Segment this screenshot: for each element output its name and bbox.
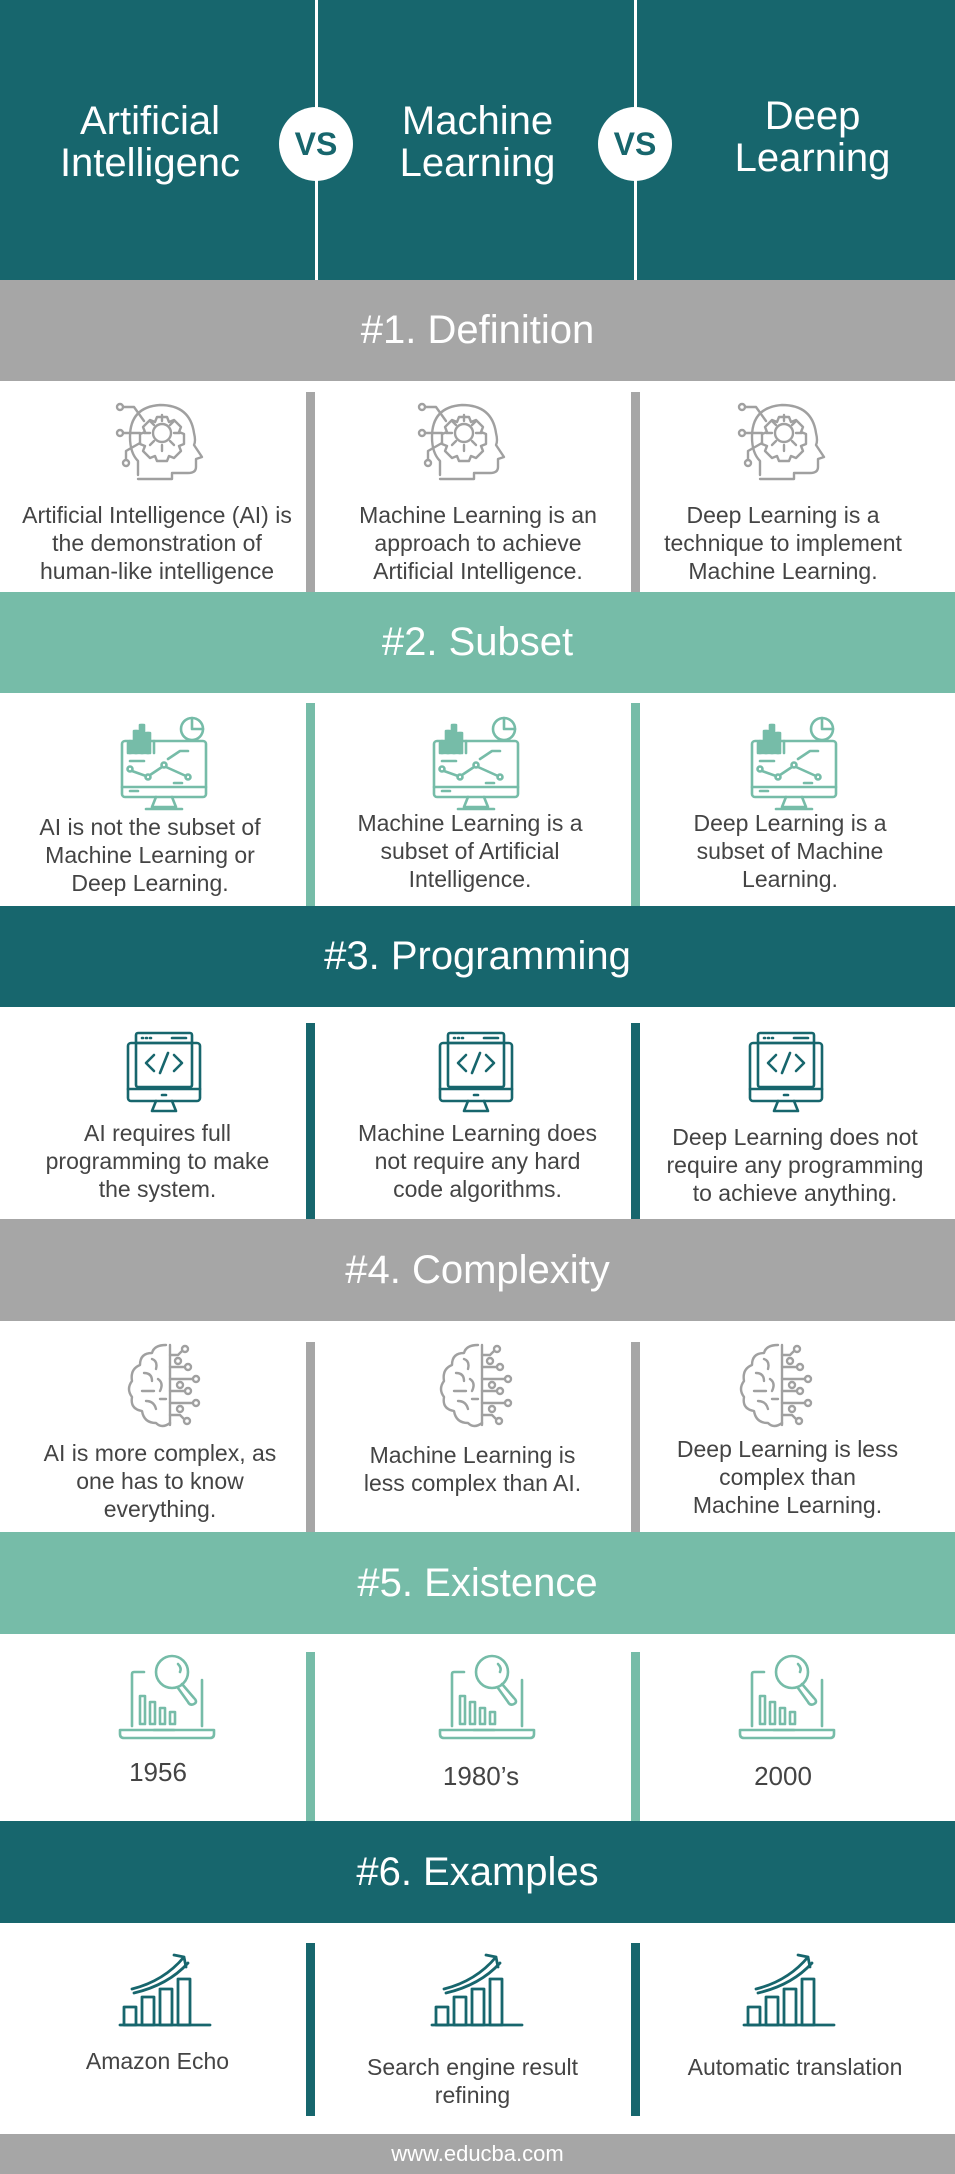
cell-text: Deep Learning is less complex than Machi…	[676, 1436, 899, 1518]
section-header-programming: #3. Programming	[0, 906, 955, 1007]
section-header-definition: #1. Definition	[0, 280, 955, 381]
growth-chart-icon	[118, 1953, 212, 2027]
cell-text: AI is not the subset of Machine Learning…	[39, 814, 261, 896]
laptop-search-chart-icon	[738, 1654, 836, 1740]
section-row-subset: AI is not the subset of Machine Learning…	[0, 693, 955, 906]
cell-text: Artificial Intelligence (AI) is the demo…	[22, 502, 292, 584]
column-divider	[631, 703, 640, 906]
circuit-brain-icon	[127, 1343, 201, 1428]
head-gear-icon	[115, 402, 204, 481]
head-gear-icon	[417, 402, 506, 481]
cell-text: Machine Learning is less complex than AI…	[363, 1442, 582, 1496]
section-row-complexity: AI is more complex, as one has to know e…	[0, 1321, 955, 1532]
section-title: #5. Existence	[357, 1560, 598, 1605]
cell-text: Deep Learning does not require any progr…	[666, 1124, 924, 1206]
cell-text: Machine Learning is an approach to achie…	[359, 502, 597, 584]
footer-link[interactable]: www.educba.com	[391, 2141, 564, 2166]
cell-text: Machine Learning is a subset of Artifici…	[357, 810, 583, 892]
hero-title-dl: Deep Learning	[734, 94, 891, 180]
cell-text: AI is more complex, as one has to know e…	[43, 1440, 277, 1522]
section-row-programming: AI requires full programming to make the…	[0, 1007, 955, 1219]
column-divider	[306, 1023, 315, 1219]
hero-header: Artificial Intelligenc Machine Learning …	[0, 0, 955, 280]
hero-title-ml: Machine Learning	[399, 99, 556, 185]
section-title: #3. Programming	[324, 934, 631, 978]
monitor-analytics-icon	[120, 716, 208, 811]
column-divider	[631, 1943, 640, 2116]
section-header-subset: #2. Subset	[0, 592, 955, 693]
column-divider	[631, 1023, 640, 1219]
laptop-search-chart-icon	[438, 1654, 536, 1740]
section-title: #6. Examples	[356, 1849, 599, 1894]
column-divider	[631, 1652, 640, 1821]
column-divider	[306, 703, 315, 906]
cell-year: 1956	[129, 1757, 187, 1787]
cell-text: Machine Learning does not require any ha…	[357, 1120, 598, 1202]
section-row-definition: Artificial Intelligence (AI) is the demo…	[0, 381, 955, 592]
monitor-analytics-icon	[750, 716, 838, 811]
column-divider	[306, 1943, 315, 2116]
growth-chart-icon	[742, 1953, 836, 2027]
cell-text: Automatic translation	[687, 2054, 903, 2080]
column-divider	[306, 392, 315, 592]
cell-text: Amazon Echo	[85, 2048, 230, 2074]
code-monitor-icon	[126, 1031, 202, 1113]
cell-text: Search engine result refining	[367, 2054, 578, 2108]
section-title: #1. Definition	[360, 308, 595, 352]
vs-badge: VS	[598, 107, 672, 181]
code-monitor-icon	[438, 1031, 514, 1113]
cell-text: Deep Learning is a subset of Machine Lea…	[693, 810, 887, 892]
column-divider	[306, 1652, 315, 1821]
head-gear-icon	[737, 402, 826, 481]
laptop-search-chart-icon	[118, 1654, 216, 1740]
section-title: #2. Subset	[381, 620, 574, 664]
hero-title-ai: Artificial Intelligenc	[59, 99, 241, 185]
section-title: #4. Complexity	[345, 1247, 610, 1292]
growth-chart-icon	[430, 1953, 524, 2027]
column-divider	[631, 392, 640, 592]
vs-badge: VS	[279, 107, 353, 181]
cell-text: Deep Learning is a technique to implemen…	[664, 502, 902, 584]
section-header-existence: #5. Existence	[0, 1532, 955, 1634]
section-header-complexity: #4. Complexity	[0, 1219, 955, 1321]
code-monitor-icon	[748, 1031, 824, 1113]
circuit-brain-icon	[739, 1343, 813, 1428]
circuit-brain-icon	[439, 1343, 513, 1428]
column-divider	[306, 1342, 315, 1532]
cell-year: 1980’s	[442, 1761, 520, 1791]
footer: www.educba.com	[0, 2134, 955, 2174]
cell-year: 2000	[754, 1761, 812, 1791]
section-header-examples: #6. Examples	[0, 1821, 955, 1923]
monitor-analytics-icon	[432, 716, 520, 811]
cell-text: AI requires full programming to make the…	[45, 1120, 270, 1202]
column-divider	[631, 1342, 640, 1532]
section-row-existence: 1956 1980’s 2000	[0, 1634, 955, 1821]
section-row-examples: Amazon Echo Search engine result refinin…	[0, 1923, 955, 2134]
